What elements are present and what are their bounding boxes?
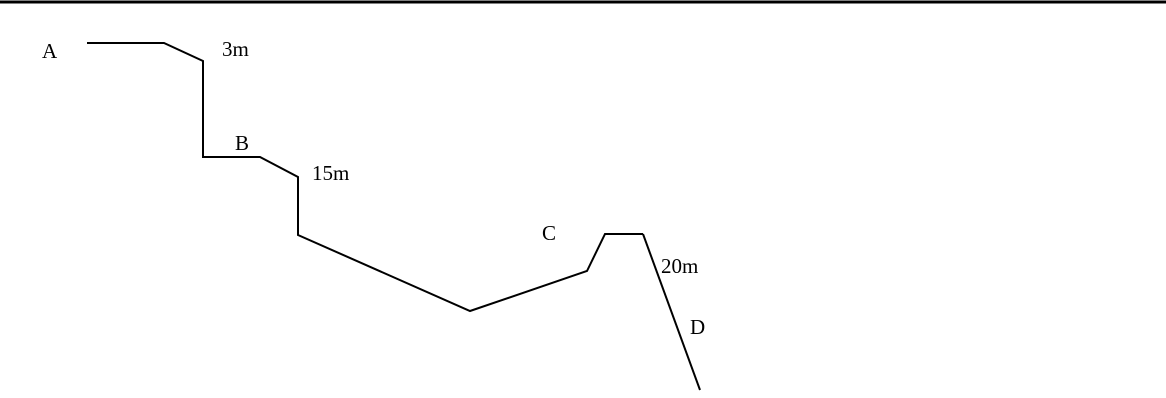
point-c-label: C bbox=[542, 221, 556, 245]
descent-line bbox=[642, 233, 701, 391]
profile-line bbox=[87, 42, 643, 313]
point-b-label: B bbox=[235, 131, 249, 155]
point-d-label: D bbox=[690, 315, 705, 339]
measurement-3m-label: 3m bbox=[222, 37, 249, 61]
measurement-15m-label: 15m bbox=[312, 161, 349, 185]
measurement-20m-label: 20m bbox=[661, 254, 698, 278]
point-a-label: A bbox=[42, 39, 58, 63]
